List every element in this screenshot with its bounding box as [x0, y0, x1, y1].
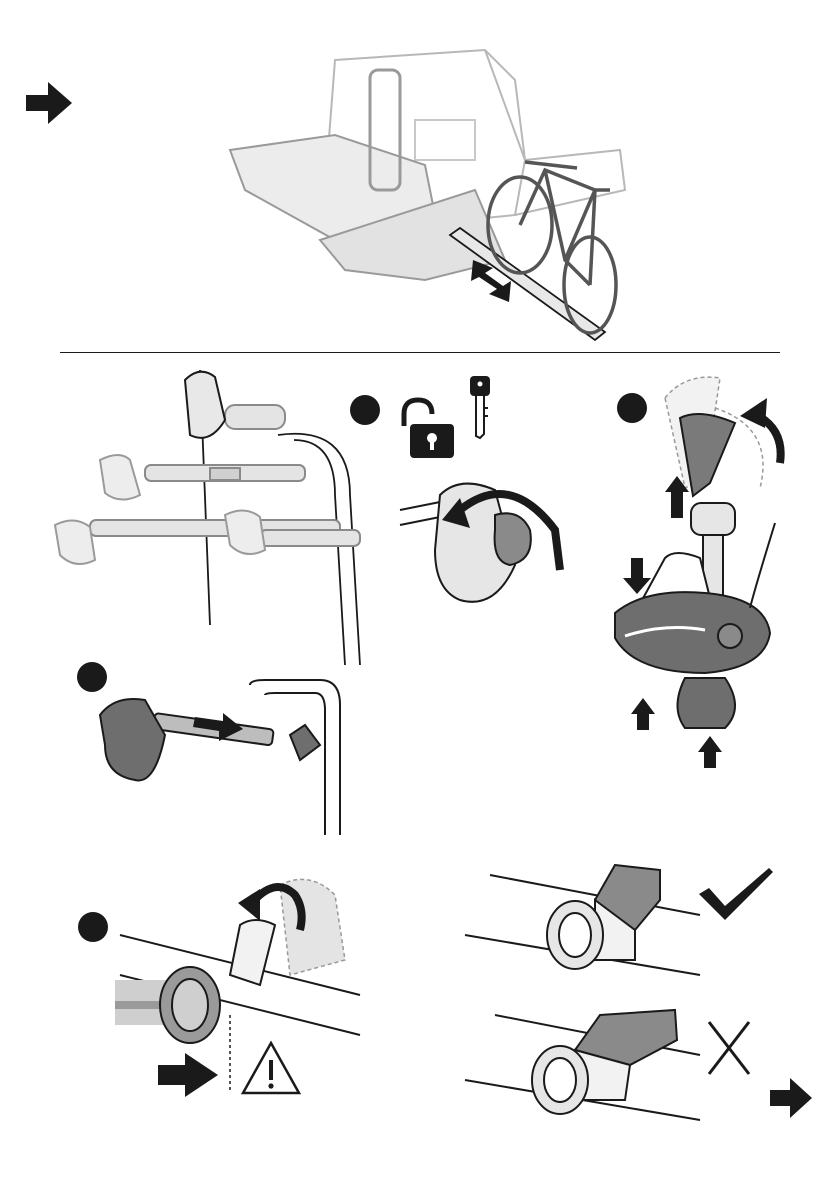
knob-unlock-illustration — [400, 470, 580, 615]
warning-icon — [240, 1040, 302, 1096]
section-divider — [60, 352, 780, 353]
clamp-correct-illustration — [465, 860, 705, 990]
check-icon — [697, 866, 775, 922]
frame-holder-release-illustration — [605, 368, 805, 768]
clamp-incorrect-illustration — [465, 1005, 705, 1135]
arm-extension-illustration — [95, 675, 365, 845]
arrow-right-icon — [26, 82, 72, 124]
car-rack-illustration — [225, 40, 665, 350]
rack-arms-illustration — [50, 365, 370, 670]
unlock-icon — [396, 396, 456, 460]
step-badge-4 — [78, 912, 108, 942]
next-page-arrow-icon — [770, 1078, 812, 1118]
cross-icon — [705, 1020, 753, 1076]
step-badge-1 — [350, 395, 380, 425]
key-icon — [466, 376, 494, 438]
